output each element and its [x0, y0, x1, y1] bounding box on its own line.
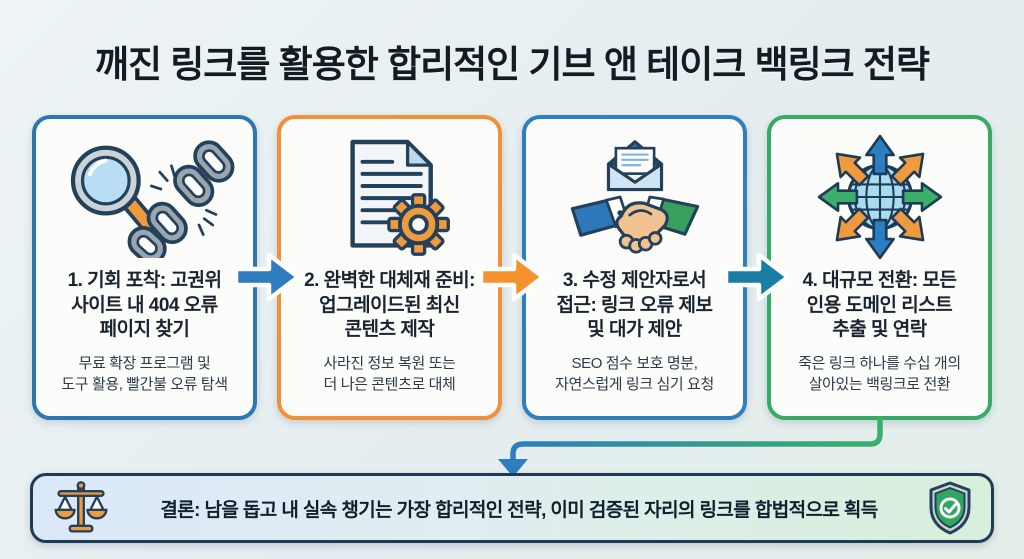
scales-icon [51, 479, 111, 537]
step-1-subtitle: 무료 확장 프로그램 및 도구 활용, 빨간불 오류 탐색 [61, 355, 228, 393]
shield-check-icon [927, 481, 973, 535]
step-card-2: 2. 완벽한 대체재 준비: 업그레이드된 최신 콘텐츠 제작 사라진 정보 복… [277, 115, 502, 420]
arrow-step2-to-step3-icon [478, 252, 546, 302]
step-2-subtitle: 사라진 정보 복원 또는 더 나은 콘텐츠로 대체 [323, 355, 456, 393]
step-2-title: 2. 완벽한 대체재 준비: 업그레이드된 최신 콘텐츠 제작 [304, 270, 475, 341]
globe-arrows-icon [817, 127, 943, 267]
step-card-3: 3. 수정 제안자로서 접근: 링크 오류 제보 및 대가 제안 SEO 점수 … [522, 115, 747, 420]
step-card-1: 1. 기회 포착: 고권위 사이트 내 404 오류 페이지 찾기 무료 확장 … [32, 115, 257, 420]
magnifier-broken-chain-icon [55, 127, 235, 267]
page-title: 깨진 링크를 활용한 합리적인 기브 앤 테이크 백링크 전략 [94, 44, 930, 85]
handshake-mail-icon [566, 127, 704, 267]
step-card-4: 4. 대규모 전환: 모든 인용 도메인 리스트 추출 및 연락 죽은 링크 하… [767, 115, 992, 420]
step-3-subtitle: SEO 점수 보호 명분, 자연스럽게 링크 심기 요청 [555, 355, 714, 393]
step-4-title: 4. 대규모 전환: 모든 인용 도메인 리스트 추출 및 연락 [802, 270, 957, 341]
conclusion-text: 결론: 남을 돕고 내 실속 챙기는 가장 합리적인 전략, 이미 검증된 자리… [160, 499, 878, 521]
document-gear-icon [324, 127, 456, 267]
step-3-title: 3. 수정 제안자로서 접근: 링크 오류 제보 및 대가 제안 [556, 270, 713, 341]
step-1-title: 1. 기회 포착: 고권위 사이트 내 404 오류 페이지 찾기 [67, 270, 222, 341]
connector-step4-to-conclusion [498, 417, 883, 477]
conclusion-bar: 결론: 남을 돕고 내 실속 챙기는 가장 합리적인 전략, 이미 검증된 자리… [30, 473, 994, 543]
step-4-subtitle: 죽은 링크 하나를 수십 개의 살아있는 백링크로 전환 [798, 355, 961, 393]
arrow-step3-to-step4-icon [723, 252, 791, 302]
arrow-step1-to-step2-icon [233, 252, 301, 302]
